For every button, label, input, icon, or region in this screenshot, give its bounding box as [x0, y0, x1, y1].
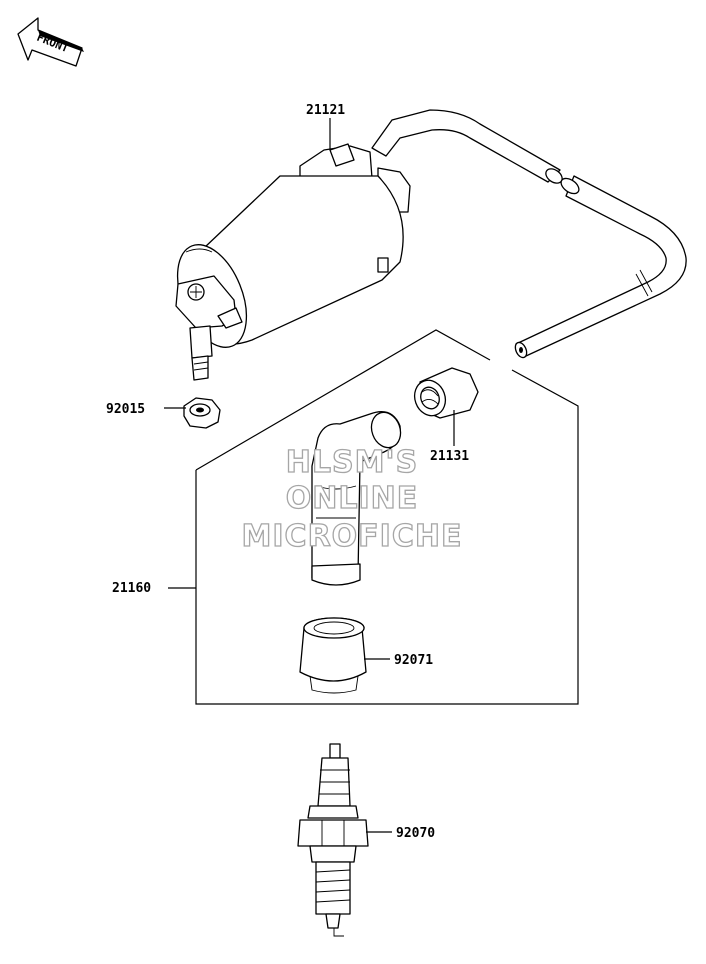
front-arrow: FRONT — [17, 17, 84, 67]
part-label-21131: 21131 — [430, 449, 469, 464]
part-label-21121: 21121 — [306, 103, 345, 118]
watermark-line-1: HLSM'S — [286, 445, 418, 480]
high-tension-lead — [371, 109, 687, 359]
ignition-coil — [175, 143, 411, 381]
cap-seal — [299, 617, 367, 694]
part-label-21160: 21160 — [112, 581, 151, 596]
spark-plug — [297, 743, 369, 937]
plug-cap — [311, 411, 402, 586]
watermark-line-2: ONLINE — [286, 481, 419, 516]
watermark-line-3: MICROFICHE — [242, 519, 463, 554]
cap-assembly-frame — [195, 329, 579, 705]
plug-cap-body — [413, 367, 479, 419]
nut — [183, 397, 221, 429]
leader-lines — [164, 118, 455, 833]
part-label-92015: 92015 — [106, 402, 145, 417]
part-label-92071: 92071 — [394, 653, 433, 668]
watermark: HLSM'S ONLINE MICROFICHE — [241, 444, 463, 554]
part-label-92070: 92070 — [396, 826, 435, 841]
